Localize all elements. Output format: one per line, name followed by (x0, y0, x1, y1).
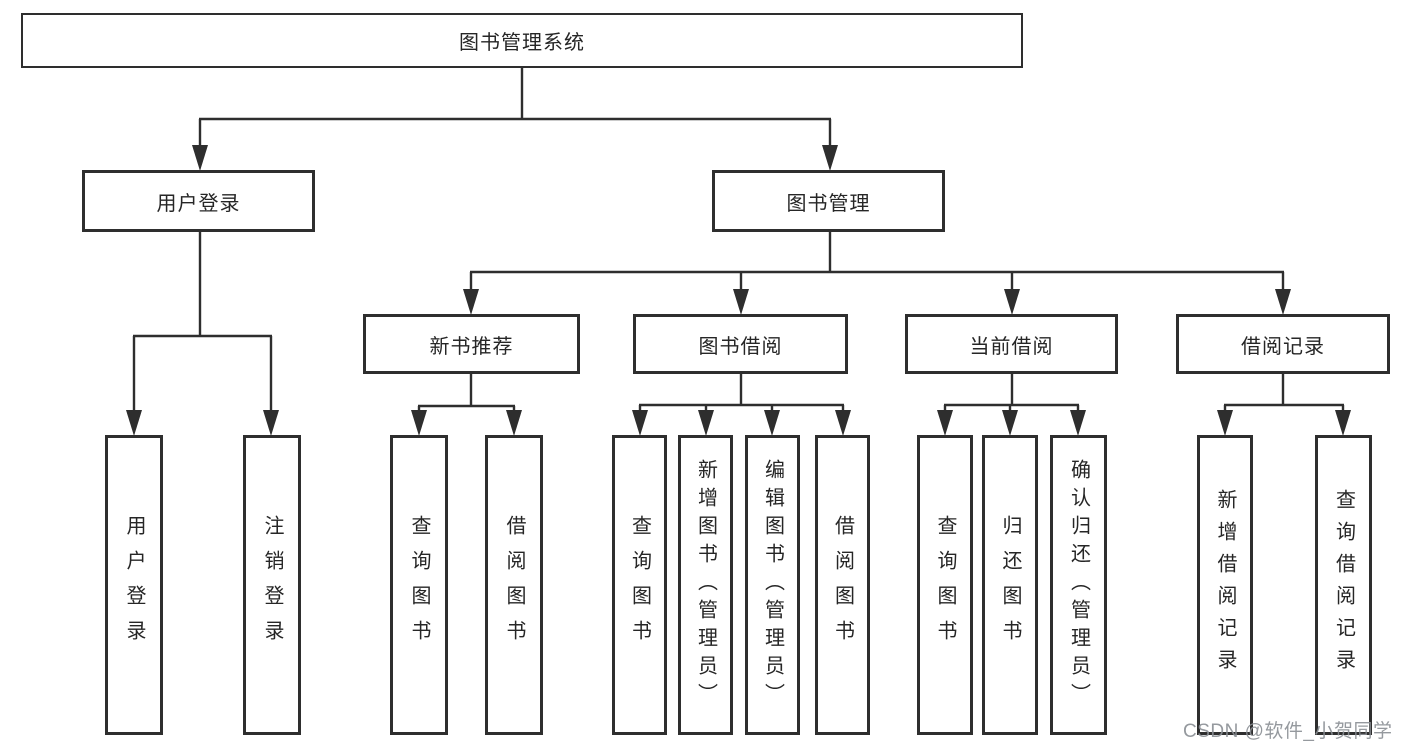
leaf-query-books-3: 查询图书 (917, 435, 973, 735)
leaf-edit-books-admin: 编辑图书（管理员） (745, 435, 800, 735)
leaf-query-books-1-label: 查询图书 (408, 515, 430, 655)
leaf-return-books-label: 归还图书 (999, 515, 1021, 655)
node-current-borrowing: 当前借阅 (905, 314, 1118, 374)
leaf-query-borrow-record: 查询借阅记录 (1315, 435, 1372, 735)
node-root-label: 图书管理系统 (459, 32, 585, 54)
leaf-query-books-1: 查询图书 (390, 435, 448, 735)
node-new-book-recommend: 新书推荐 (363, 314, 580, 374)
connector-borrowing (638, 374, 845, 414)
node-current-borrowing-label: 当前借阅 (969, 335, 1054, 358)
leaf-add-borrow-record-label: 新增借阅记录 (1214, 489, 1236, 681)
leaf-user-login: 用户登录 (105, 435, 163, 735)
node-root-system: 图书管理系统 (21, 13, 1023, 68)
connector-user-login (132, 232, 273, 414)
node-user-login: 用户登录 (82, 170, 315, 232)
leaf-borrow-books-1: 借阅图书 (485, 435, 543, 735)
leaf-query-books-2: 查询图书 (612, 435, 667, 735)
leaf-confirm-return-admin: 确认归还（管理员） (1050, 435, 1107, 735)
node-book-management: 图书管理 (712, 170, 945, 232)
node-new-book-recommend-label: 新书推荐 (429, 335, 514, 358)
leaf-query-books-3-label: 查询图书 (934, 515, 956, 655)
connector-current-borrow (943, 374, 1080, 414)
node-book-management-label: 图书管理 (786, 192, 871, 215)
leaf-edit-books-admin-label: 编辑图书（管理员） (761, 459, 784, 711)
csdn-watermark: CSDN @软件_小贺同学 (1183, 721, 1393, 742)
leaf-borrow-books-2: 借阅图书 (815, 435, 870, 735)
arrowheads (126, 145, 1351, 436)
node-book-borrowing-label: 图书借阅 (698, 335, 783, 358)
node-borrow-records: 借阅记录 (1176, 314, 1390, 374)
leaf-confirm-return-admin-label: 确认归还（管理员） (1067, 459, 1090, 711)
leaf-query-books-2-label: 查询图书 (628, 515, 651, 655)
leaf-logout-label: 注销登录 (261, 515, 283, 655)
leaf-borrow-books-1-label: 借阅图书 (503, 515, 525, 655)
leaf-add-borrow-record: 新增借阅记录 (1197, 435, 1253, 735)
leaf-add-books-admin-label: 新增图书（管理员） (694, 459, 717, 711)
leaf-logout: 注销登录 (243, 435, 301, 735)
connector-root (198, 68, 832, 150)
node-borrow-records-label: 借阅记录 (1241, 335, 1325, 358)
leaf-user-login-label: 用户登录 (123, 515, 145, 655)
connector-book-mgmt (469, 232, 1285, 292)
leaf-query-borrow-record-label: 查询借阅记录 (1332, 489, 1355, 681)
connector-borrow-records (1223, 374, 1345, 414)
leaf-return-books: 归还图书 (982, 435, 1038, 735)
node-user-login-label: 用户登录 (156, 192, 241, 215)
node-book-borrowing: 图书借阅 (633, 314, 848, 374)
connector-new-books (417, 374, 516, 414)
leaf-borrow-books-2-label: 借阅图书 (831, 515, 854, 655)
leaf-add-books-admin: 新增图书（管理员） (678, 435, 733, 735)
